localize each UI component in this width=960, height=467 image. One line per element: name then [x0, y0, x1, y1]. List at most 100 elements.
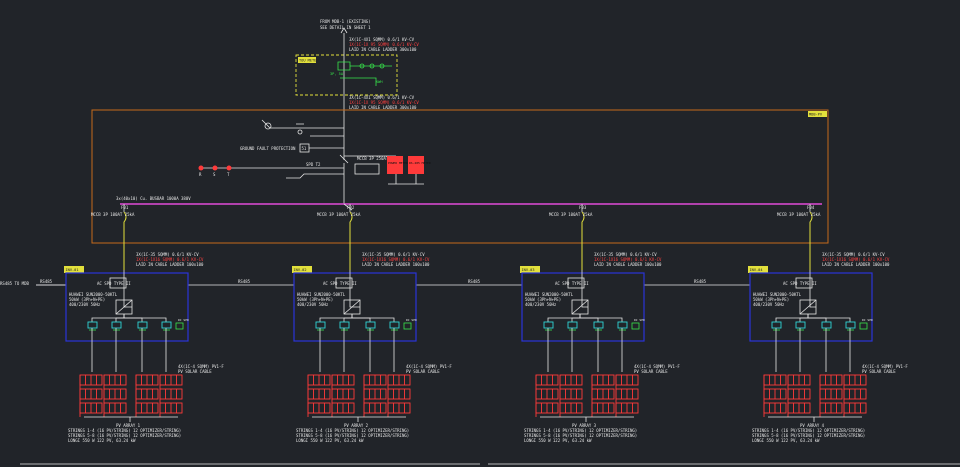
inverter-cable-line-1: 3X(1C-35 SQMM) 0.6/1 KV-CV [822, 252, 885, 257]
inverter-tag-box [64, 266, 84, 273]
meter-green-label-1: 3P, 5A [330, 72, 344, 76]
cable-spec-top: 3X(1C-4X1 SQMM) 0.6/1 KV-CV 1X(1C-1X 95 … [349, 37, 419, 52]
feeder-mccb-label: MCCB 3P 100AT 25kA [91, 212, 135, 217]
meter-node-3 [379, 63, 385, 69]
pv-array-collector [540, 416, 634, 422]
dc-input-line [579, 314, 623, 322]
feeder-mccb-label: MCCB 3P 100AT 25kA [549, 212, 593, 217]
pv-array-collector [768, 416, 862, 422]
ct-coil-2 [297, 129, 303, 135]
feeder-mccb-label: MCCB 3P 100AT 25kA [317, 212, 361, 217]
pv-array-line-1: STRINGS 1-4 (16 PV/STRING) 12 OPTIMIZER/… [68, 428, 181, 433]
inverter-cable-line-1: 3X(1C-35 SQMM) 0.6/1 KV-CV [136, 252, 199, 257]
pv-array-line-1: STRINGS 1-4 (16 PV/STRING) 12 OPTIMIZER/… [752, 428, 865, 433]
ct-coil-1 [264, 122, 272, 130]
cable-top-line-1: 3X(1C-4X1 SQMM) 0.6/1 KV-CV [349, 37, 415, 42]
meter-node-2 [369, 63, 375, 69]
source-block: FROM MDB-1 (EXISTING) SEE DETAIL IN SHEE… [320, 19, 371, 50]
ct-branch-1 [261, 119, 344, 129]
inverter-cable-line-1: 3X(1C-35 SQMM) 0.6/1 KV-CV [362, 252, 425, 257]
mdb-tag-box [808, 111, 827, 117]
mppt-connector-icon [161, 321, 172, 329]
spd-label: SPD T2 [306, 162, 321, 167]
pv-array-title: PV ARRAY 3 [572, 423, 597, 428]
power-meter-label: POWER METER [388, 161, 408, 165]
inverter-border [293, 272, 417, 342]
lamp-r-label: R [199, 172, 202, 177]
cable-mid-line-2: 1X(1C-1X 95 SQMM) 0.6/1 KV-CV [349, 100, 419, 105]
inverter-output-line [809, 300, 816, 308]
source-line-1: FROM MDB-1 (EXISTING) [320, 19, 371, 24]
pv-array-line-2: STRINGS 5-8 (16 PV/STRING) 12 OPTIMIZER/… [524, 433, 637, 438]
inverter-output-line [581, 300, 588, 308]
spd-branch [286, 173, 344, 179]
dc-spd-label: DC SPD [634, 318, 645, 322]
pv-array-line-2: STRINGS 5-8 (16 PV/STRING) 12 OPTIMIZER/… [752, 433, 865, 438]
pv-array-line-3: LONGI 550 W 122 PV, 63.24 kW [524, 438, 592, 443]
dc-spd-box [631, 322, 640, 330]
lamp-s-icon [212, 165, 218, 171]
mdb-panel[interactable]: MDB-PV MCCB 3P 250AT GROUND FAULT PROTEC… [91, 109, 829, 244]
meter-box-border [295, 54, 398, 96]
pv-array-line-3: LONGI 550 W 122 PV, 63.24 kW [752, 438, 820, 443]
pv-array-1[interactable] [79, 374, 183, 422]
mppt-connector-icon [593, 321, 604, 329]
comm-link-label: RS485 [238, 279, 251, 284]
indicator-lamps: R S T SPD T2 [198, 162, 344, 179]
inverter-tag: INV-01 [66, 268, 79, 272]
ac-spd-box [109, 277, 127, 289]
inverter-border [65, 272, 189, 342]
inverter-spec-2: 400/230V 50Hz [297, 302, 329, 307]
dc-spd-label: DC SPD [406, 318, 417, 322]
pv-array-title: PV ARRAY 4 [800, 423, 825, 428]
mppt-connector-icon [821, 321, 832, 329]
pv-array-4[interactable] [763, 374, 867, 422]
source-line-2: SEE DETAIL IN SHEET 1 [320, 25, 371, 30]
feeder-mccb-symbol [349, 211, 353, 270]
dc-spd-label: DC SPD [862, 318, 873, 322]
inverter-cable-line-3: LAID IN CABLE LADDER 100x100 [594, 262, 662, 267]
ac-spd-box [335, 277, 353, 289]
pv-array-line-3: LONGI 550 W 122 PV, 63.24 kW [68, 438, 136, 443]
inverter-tag: INV-04 [750, 268, 763, 272]
meter-ground-line [340, 77, 377, 86]
busbar-label: 3x(40x10) Cu. BUSBAR 1000A 380V [116, 196, 191, 201]
mppt-connector-icon [771, 321, 782, 329]
inverter-model: HUAWEI SUN2000-50KTL [525, 292, 574, 297]
inverter-cable-line-2: 1X(1C-1X16 SQMM) 0.6/1 KV-CV [822, 257, 890, 262]
meter-box-label: TOU METER [299, 59, 319, 63]
inverter-spec-2: 400/230V 50Hz [525, 302, 557, 307]
pv-array-line-1: STRINGS 1-4 (16 PV/STRING) 12 OPTIMIZER/… [296, 428, 409, 433]
ac-spd-box [795, 277, 813, 289]
inverter-tag-box [520, 266, 540, 273]
dc-cable-line-1: 4X(1C-4 SQMM) PV1-F [862, 364, 908, 369]
pv-array-line-3: LONGI 550 W 122 PV, 63.24 kW [296, 438, 364, 443]
pv-array-3[interactable] [535, 374, 639, 422]
meter-box[interactable]: TOU METER 3P, 5A KWH [295, 50, 398, 112]
power-meter[interactable]: POWER METER RS-485 METER [344, 155, 431, 185]
cable-mid-line-1: 3X(1C-4X1 SQMM) 0.6/1 KV-CV [349, 95, 415, 100]
feeder-id: F02 [347, 205, 355, 210]
dc-spd-label: DC SPD [178, 318, 189, 322]
pv-array-2[interactable] [307, 374, 411, 422]
cable-mid-line-3: LAID IN CABLE LADDER 300x100 [349, 105, 417, 110]
pv-array-line-2: STRINGS 5-8 (16 PV/STRING) 12 OPTIMIZER/… [296, 433, 409, 438]
inverter-spec-1: 50kW (3Ph+N+PE) [753, 297, 789, 302]
inverter-model: HUAWEI SUN2000-50KTL [297, 292, 346, 297]
meter-terminal-box [354, 163, 380, 175]
dc-input-line [571, 314, 581, 322]
mppt-connector-icon [111, 321, 122, 329]
inverter-border [749, 272, 873, 342]
dc-spd-box [403, 322, 412, 330]
dc-cable-line-2: PV SOLAR CABLE [406, 369, 440, 374]
